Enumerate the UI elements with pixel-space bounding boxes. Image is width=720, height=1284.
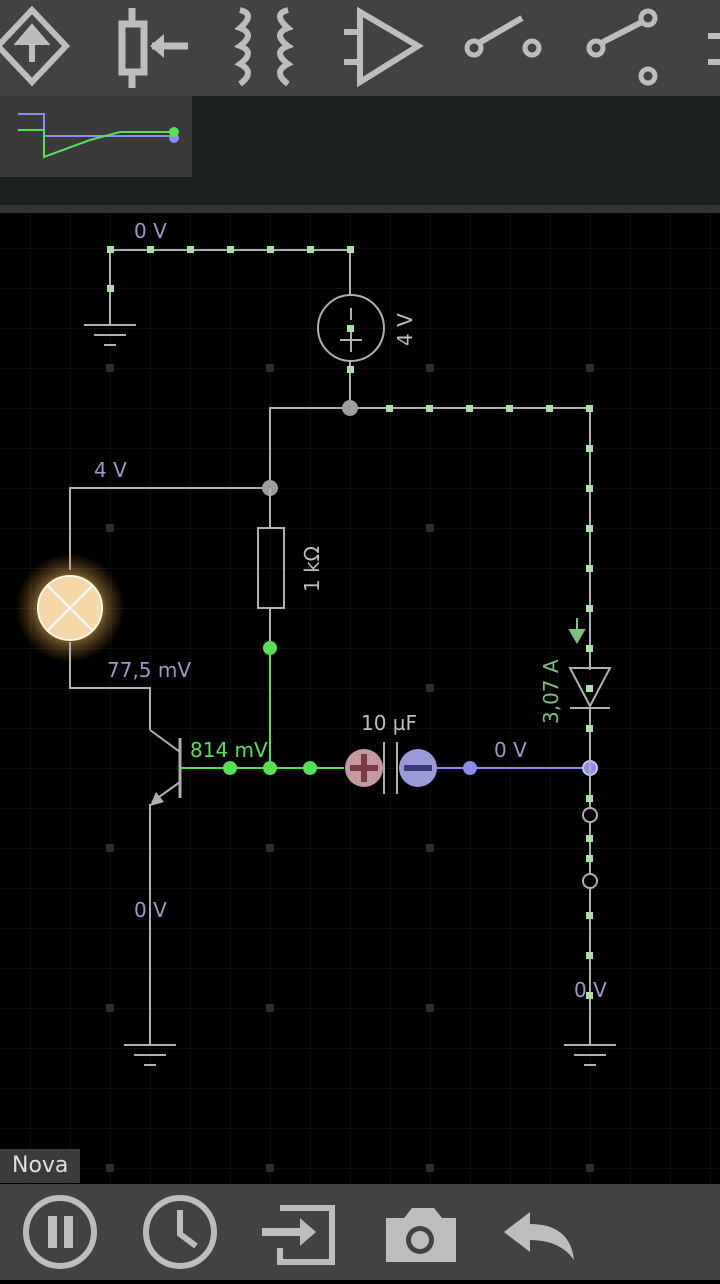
current-source-tool[interactable] [0,0,84,96]
op-amp-icon [344,6,424,88]
ground-symbol-right [564,1044,616,1066]
switch-spdt-tool[interactable] [582,0,672,96]
potentiometer-icon [118,8,188,88]
switch-spst-icon [464,15,542,58]
screenshot-button[interactable] [382,1184,464,1280]
export-icon [262,1205,335,1265]
current-source-icon [0,5,71,87]
transformer-tool[interactable] [226,0,306,96]
left-node-voltage-label: 4 V [94,458,127,482]
diode-current-label: 3,07 A [539,659,563,724]
op-amp-tool[interactable] [340,0,430,96]
circuit-diagram [0,213,720,1184]
camera-icon [386,1208,456,1262]
ground-symbol-top [84,324,136,346]
oscilloscope-view[interactable] [0,96,192,177]
collector-voltage-label: 77,5 mV [107,658,192,682]
pause-button[interactable] [20,1184,102,1280]
capacitor-value-label: 10 µF [361,711,418,735]
more-tools-icon [708,33,720,65]
battery-voltage-label: 4 V [393,313,417,346]
ground-symbol-left [124,1044,176,1066]
scope-divider [0,205,720,213]
right-ground-voltage-label: 0 V [574,978,607,1002]
oscilloscope-trace [18,113,179,159]
circuit-canvas[interactable]: 0 V 4 V 4 V 1 kΩ 77,5 mV 814 mV 10 µF 0 … [0,213,720,1184]
transformer-icon [233,7,295,87]
simulation-speed-button[interactable] [140,1184,222,1280]
more-tools-tool[interactable] [700,0,720,96]
clock-icon [143,1195,217,1269]
resistor-value-label: 1 kΩ [300,546,324,592]
undo-button[interactable] [500,1184,582,1280]
circuit-name-status: Nova [0,1149,81,1183]
export-button[interactable] [258,1184,340,1280]
switch-spst-tool[interactable] [460,0,550,96]
capacitor-right-voltage-label: 0 V [494,738,527,762]
base-voltage-label: 814 mV [190,738,268,762]
component-toolbar [0,0,720,96]
potentiometer-tool[interactable] [100,0,200,96]
diode [568,667,612,709]
emitter-voltage-label: 0 V [134,898,167,922]
switch-spdt-icon [586,8,658,86]
bottom-toolbar [0,1184,720,1280]
undo-icon [504,1212,574,1260]
pause-icon [23,1195,97,1269]
top-wire-voltage-label: 0 V [134,219,167,243]
